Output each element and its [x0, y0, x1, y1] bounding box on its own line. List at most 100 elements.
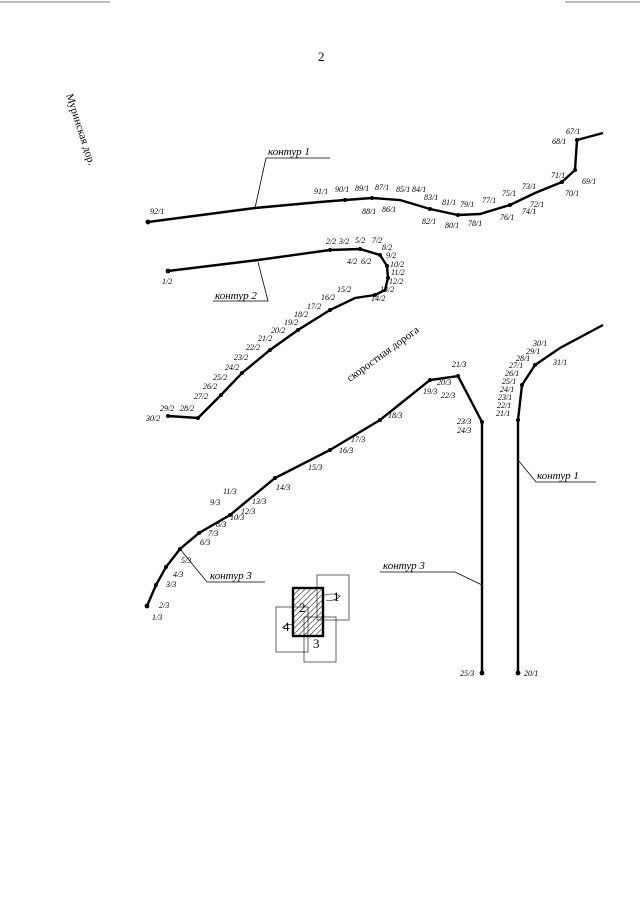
point-label: 83/1: [424, 193, 438, 202]
point-label: 29/2: [160, 404, 174, 413]
contour3-right-label: контур 3: [383, 560, 425, 572]
point-label: 17/3: [351, 435, 365, 444]
point-label: 90/1: [335, 185, 349, 194]
leader-contour2: [213, 261, 269, 302]
point-label: 15/3: [308, 463, 322, 472]
point-label: 10/3: [230, 513, 244, 522]
inset-label-3: 3: [313, 636, 320, 651]
point-label: 1/2: [162, 277, 172, 286]
location-inset: 1 2 3 4: [275, 574, 350, 663]
point-label: 31/1: [552, 358, 567, 367]
point-label: 5/3: [181, 556, 191, 565]
point-label: 17/2: [307, 302, 321, 311]
point-label: 89/1: [355, 184, 369, 193]
point-label: 22/1: [497, 401, 511, 410]
point-label: 21/2: [258, 334, 272, 343]
point-label: 22/3: [441, 391, 455, 400]
point-label: 72/1: [530, 200, 544, 209]
point-label: 11/2: [391, 268, 405, 277]
point-label: 26/2: [203, 382, 217, 391]
point-label: 30/2: [145, 414, 160, 423]
leader-contour1-right: [517, 459, 596, 483]
point-label: 8/3: [216, 520, 226, 529]
point-label: 25/2: [213, 373, 227, 382]
contour1-right-line: [516, 323, 604, 673]
point-label: 77/1: [482, 196, 496, 205]
point-label: 21/3: [452, 360, 466, 369]
point-label: 29/1: [526, 347, 540, 356]
point-label: 19/2: [284, 318, 298, 327]
point-label: 8/2: [382, 243, 392, 252]
point-label: 7/2: [372, 236, 382, 245]
contour1-top-label: контур 1: [268, 146, 310, 158]
point-label: 18/3: [388, 411, 402, 420]
point-label: 78/1: [468, 219, 482, 228]
point-label: 20/3: [437, 378, 451, 387]
point-label: 22/2: [246, 343, 260, 352]
point-label: 86/1: [382, 205, 396, 214]
point-label: 4/2: [347, 257, 357, 266]
point-label: 19/3: [423, 387, 437, 396]
point-label: 92/1: [150, 207, 164, 216]
point-label: 23/1: [498, 393, 512, 402]
point-label: 14/3: [276, 483, 290, 492]
point-label: 71/1: [551, 171, 565, 180]
point-label: 20/1: [524, 669, 538, 678]
point-label: 9/2: [386, 251, 396, 260]
point-label: 6/2: [361, 257, 371, 266]
point-label: 12/3: [241, 507, 255, 516]
point-label: 10/2: [390, 260, 404, 269]
point-label: 18/2: [294, 310, 308, 319]
point-label: 75/1: [502, 189, 516, 198]
point-label: 68/1: [552, 137, 566, 146]
point-label: 9/3: [210, 498, 220, 507]
point-label: 2/3: [159, 601, 169, 610]
point-label: 2/2: [326, 237, 336, 246]
leader-contour1-top: [254, 157, 330, 209]
point-label: 80/1: [445, 221, 459, 230]
point-label: 4/3: [173, 570, 183, 579]
point-label: 70/1: [565, 189, 579, 198]
contour2-label: контур 2: [215, 290, 257, 302]
point-label: 3/2: [338, 237, 349, 246]
point-label: 84/1: [412, 185, 426, 194]
point-label: 7/3: [208, 529, 218, 538]
point-label: 81/1: [442, 198, 456, 207]
point-label: 27/2: [194, 392, 208, 401]
point-label: 79/1: [460, 200, 474, 209]
point-label: 87/1: [375, 183, 389, 192]
point-label: 21/1: [496, 409, 510, 418]
point-label: 73/1: [522, 182, 536, 191]
point-label: 91/1: [314, 187, 328, 196]
point-label: 14/2: [371, 294, 385, 303]
point-label: 23/3: [457, 417, 471, 426]
street-label-murinskaya: Муринская дор.: [63, 92, 97, 167]
point-label: 74/1: [522, 207, 536, 216]
point-label: 16/3: [339, 446, 353, 455]
point-label: 15/2: [337, 285, 351, 294]
point-label: 6/3: [200, 538, 210, 547]
point-label: 23/2: [234, 353, 248, 362]
page-number: 2: [318, 49, 325, 64]
point-label: 13/2: [380, 285, 394, 294]
inset-label-2: 2: [299, 600, 306, 615]
point-label: 24/1: [500, 385, 514, 394]
point-label: 1/3: [152, 613, 162, 622]
point-label: 27/1: [509, 361, 523, 370]
point-label: 76/1: [500, 213, 514, 222]
leader-contour3-right: [380, 571, 483, 586]
point-label: 25/3: [460, 669, 474, 678]
point-label: 13/3: [252, 497, 266, 506]
point-label: 88/1: [362, 207, 376, 216]
street-label-skorostnaya: скоростная дорога: [345, 324, 422, 384]
point-label: 16/2: [321, 293, 335, 302]
point-label: 12/2: [389, 277, 403, 286]
inset-label-4: 4: [283, 619, 290, 634]
point-label: 26/1: [505, 369, 519, 378]
inset-label-1: 1: [333, 589, 340, 604]
leader-contour3-left: [179, 548, 265, 583]
point-label: 11/3: [223, 487, 237, 496]
point-label: 28/1: [516, 354, 530, 363]
point-label: 20/2: [271, 326, 285, 335]
